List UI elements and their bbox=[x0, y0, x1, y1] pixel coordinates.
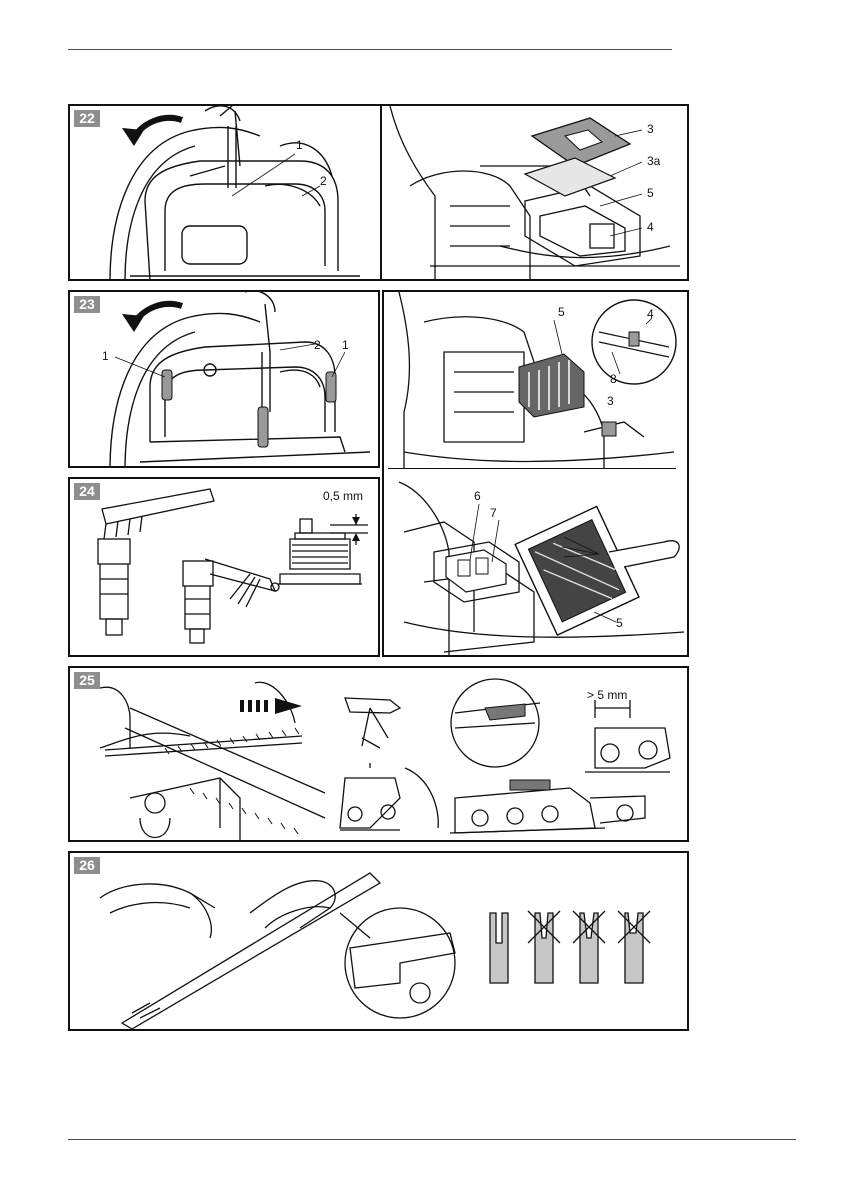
fig22-right-label-3a: 3a bbox=[647, 154, 660, 168]
figure-23-panel: 23 1 2 1 bbox=[68, 290, 380, 468]
figure-26-panel: 26 bbox=[68, 851, 689, 1031]
figure-25-panel: 25 bbox=[68, 666, 689, 842]
fig22-right-label-5: 5 bbox=[647, 186, 654, 200]
fig23b-label-6: 6 bbox=[474, 489, 481, 503]
figure-22-right-drawing bbox=[70, 106, 689, 281]
header-rule bbox=[68, 49, 672, 50]
figure-26-drawing bbox=[70, 853, 689, 1031]
figure-23-right-panel: 5 4 8 3 6 7 5 bbox=[382, 290, 689, 657]
fig25-depth-label: > 5 mm bbox=[587, 688, 627, 702]
figure-24-drawing bbox=[70, 479, 380, 657]
fig24-gap-label: 0,5 mm bbox=[323, 489, 363, 503]
fig23-left-label-1a: 1 bbox=[102, 349, 109, 363]
fig23-left-label-1b: 1 bbox=[342, 338, 349, 352]
figure-22-panel: 22 1 2 bbox=[68, 104, 689, 281]
fig23-left-label-2: 2 bbox=[314, 338, 321, 352]
fig23b-label-5: 5 bbox=[616, 616, 623, 630]
figure-23-right-bottom-drawing bbox=[384, 292, 689, 657]
fig22-right-label-3: 3 bbox=[647, 122, 654, 136]
figure-24-panel: 24 0,5 mm bbox=[68, 477, 380, 657]
footer-rule bbox=[68, 1139, 796, 1140]
fig23b-label-7: 7 bbox=[490, 506, 497, 520]
figure-23-left-drawing bbox=[70, 292, 380, 468]
fig22-right-label-4: 4 bbox=[647, 220, 654, 234]
